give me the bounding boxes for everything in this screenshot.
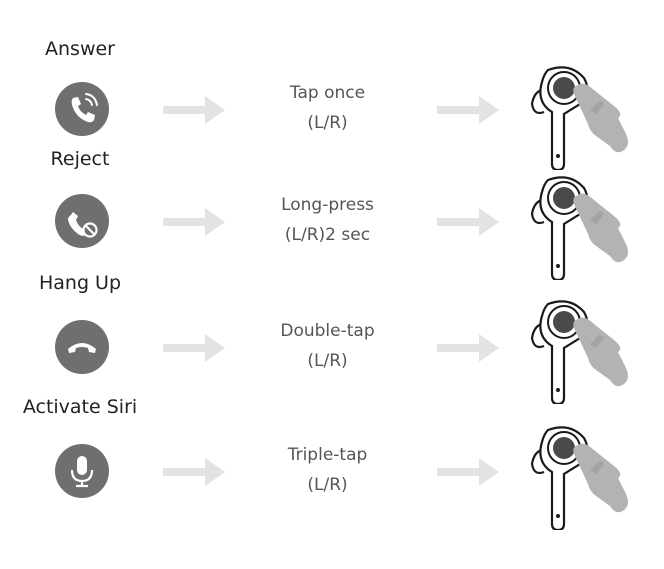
gesture-line-2: (L/R)2 sec xyxy=(284,225,371,245)
gesture-line-2: (L/R) xyxy=(307,475,348,495)
gesture-text: Double-tap (L/R) xyxy=(235,316,420,376)
row-hang-up: Hang Up Double-tap (L/R) xyxy=(0,272,664,404)
row-label: Activate Siri xyxy=(22,396,138,418)
gesture-line-1: Triple-tap xyxy=(287,445,368,465)
arrow-icon xyxy=(437,208,499,236)
gesture-line-1: Long-press xyxy=(281,195,374,215)
arrow-icon xyxy=(437,334,499,362)
gesture-line-2: (L/R) xyxy=(307,351,348,371)
gesture-line-1: Double-tap xyxy=(280,321,375,341)
arrow-icon xyxy=(163,208,225,236)
earbud-tap-icon xyxy=(518,170,640,280)
gesture-line-1: Tap once xyxy=(289,83,366,103)
phone-ringing-icon xyxy=(71,93,98,123)
earbud-tap-icon xyxy=(518,294,640,404)
phone-reject-icon xyxy=(68,212,98,238)
gesture-text: Triple-tap (L/R) xyxy=(235,440,420,500)
arrow-icon xyxy=(163,458,225,486)
gesture-line-2: (L/R) xyxy=(307,113,348,133)
icon-circle xyxy=(55,194,109,248)
microphone-icon xyxy=(70,456,94,488)
arrow-icon xyxy=(163,334,225,362)
icon-circle xyxy=(55,82,109,136)
row-label: Reject xyxy=(50,148,110,170)
arrow-icon xyxy=(437,96,499,124)
gesture-text: Long-press (L/R)2 sec xyxy=(235,190,420,250)
icon-circle xyxy=(55,444,109,498)
arrow-icon xyxy=(437,458,499,486)
row-answer: Answer Tap once (L/R) xyxy=(0,38,664,170)
row-activate-siri: Activate Siri Triple-tap (L/R) xyxy=(0,396,664,530)
gesture-text: Tap once (L/R) xyxy=(235,78,420,138)
row-label: Hang Up xyxy=(38,272,122,294)
row-label: Answer xyxy=(45,38,115,60)
earbud-tap-icon xyxy=(518,420,640,530)
icon-circle xyxy=(55,320,109,374)
earbud-tap-icon xyxy=(518,60,640,170)
arrow-icon xyxy=(163,96,225,124)
row-reject: Reject Long-press (L/R)2 sec xyxy=(0,148,664,280)
phone-hangup-icon xyxy=(68,343,96,353)
